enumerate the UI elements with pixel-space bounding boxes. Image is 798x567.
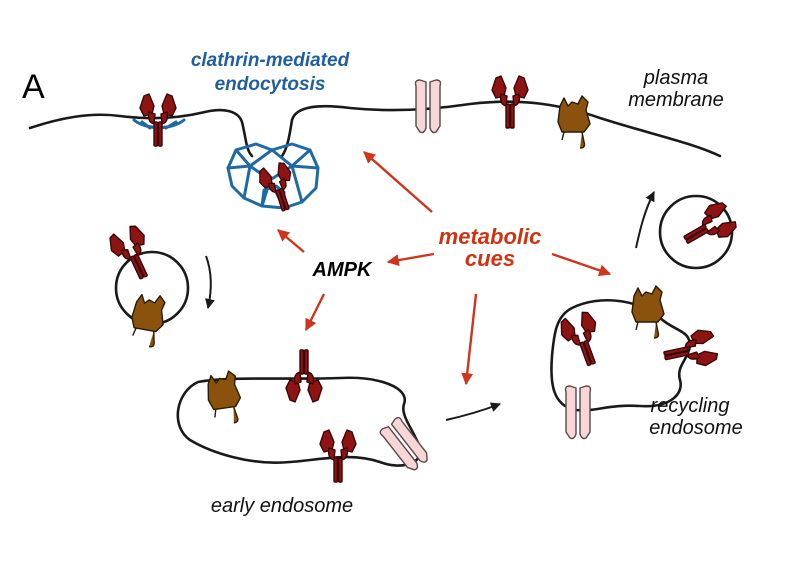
- plasma-label-line2: membrane: [628, 89, 724, 111]
- metabolic-arrows: [277, 151, 612, 386]
- receptor-early-top: [285, 349, 323, 403]
- recycling-label-line2: endosome: [649, 417, 742, 439]
- receptor-brown-membrane: [557, 95, 591, 149]
- receptor-recycling-brown: [631, 285, 665, 339]
- recycling-label-line1: recycling: [651, 395, 730, 417]
- metabolic-label-line2: cues: [465, 246, 515, 271]
- clathrin-label-line2: endocytosis: [215, 74, 326, 95]
- receptor-vesicle-left-dark: [104, 221, 161, 286]
- clathrin-label-line1: clathrin-mediated: [191, 50, 350, 71]
- receptor-pink-membrane: [414, 79, 442, 134]
- receptor-recycling-pink: [564, 385, 592, 440]
- ampk-label: AMPK: [312, 259, 373, 281]
- arrow-recycling-to-membrane: [635, 191, 655, 249]
- receptor-vesicle-left-brown: [126, 290, 169, 350]
- receptor-vesicle-right: [676, 197, 741, 257]
- clathrin-coated-pit: [226, 142, 320, 210]
- receptor-membrane-left: [139, 93, 177, 147]
- plasma-label-line1: plasma: [643, 67, 708, 89]
- plasma-membrane: [28, 100, 722, 158]
- arrow-early-to-recycling: [445, 402, 501, 421]
- arrow-vesicle-to-early: [205, 255, 215, 309]
- panel-label: A: [22, 68, 45, 106]
- early-endosome-label: early endosome: [211, 495, 353, 517]
- receptor-recycling-left: [556, 308, 610, 372]
- metabolic-label-line1: metabolic: [439, 224, 542, 249]
